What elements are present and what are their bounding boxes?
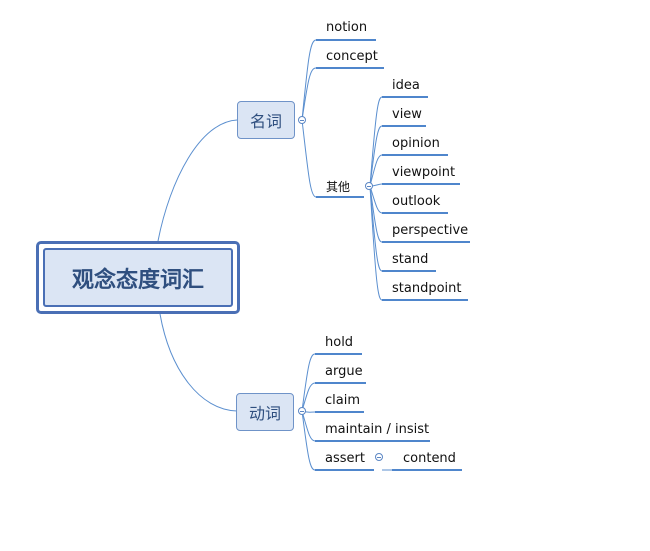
collapse-toggle-icon[interactable]	[365, 182, 373, 190]
link-root-verb	[159, 313, 238, 412]
link-verb-hold	[301, 353, 316, 412]
leaf-contend[interactable]: contend	[403, 451, 456, 466]
link-other-opinion	[369, 154, 383, 187]
leaf-outlook[interactable]: outlook	[392, 194, 441, 209]
leaf-notion[interactable]: notion	[326, 20, 368, 35]
link-verb-argue	[301, 382, 316, 412]
link-root-noun	[157, 119, 238, 242]
leaf-standpoint[interactable]: standpoint	[392, 281, 462, 296]
link-verb-assert	[301, 410, 316, 471]
link-verb-maintain	[301, 410, 316, 442]
leaf-assert[interactable]: assert	[325, 451, 365, 466]
link-noun-other	[301, 119, 317, 198]
leaf-view[interactable]: view	[392, 107, 422, 122]
branch-node-noun[interactable]: 名词	[237, 101, 295, 139]
leaf-stand[interactable]: stand	[392, 252, 429, 267]
leaf-hold[interactable]: hold	[325, 335, 354, 350]
collapse-toggle-icon[interactable]	[375, 453, 383, 461]
link-other-perspective	[369, 185, 383, 243]
link-noun-concept	[301, 67, 317, 121]
link-other-idea	[369, 96, 383, 187]
leaf-opinion[interactable]: opinion	[392, 136, 440, 151]
link-other-view	[369, 125, 383, 187]
collapse-toggle-icon[interactable]	[298, 116, 306, 124]
root-node-label: 观念态度词汇	[43, 248, 233, 307]
leaf-claim[interactable]: claim	[325, 393, 361, 408]
leaf-maintain-insist[interactable]: maintain / insist	[325, 422, 430, 437]
collapse-toggle-icon[interactable]	[298, 407, 306, 415]
root-node[interactable]: 观念态度词汇	[36, 241, 240, 314]
link-other-standpoint	[369, 185, 383, 301]
leaf-idea[interactable]: idea	[392, 78, 420, 93]
leaf-concept[interactable]: concept	[326, 49, 378, 64]
leaf-argue[interactable]: argue	[325, 364, 363, 379]
sub-node-other[interactable]: 其他	[326, 180, 351, 194]
link-noun-notion	[301, 39, 317, 121]
leaf-viewpoint[interactable]: viewpoint	[392, 165, 456, 180]
leaf-perspective[interactable]: perspective	[392, 223, 469, 238]
branch-node-verb[interactable]: 动词	[236, 393, 294, 431]
link-other-outlook	[369, 185, 383, 214]
